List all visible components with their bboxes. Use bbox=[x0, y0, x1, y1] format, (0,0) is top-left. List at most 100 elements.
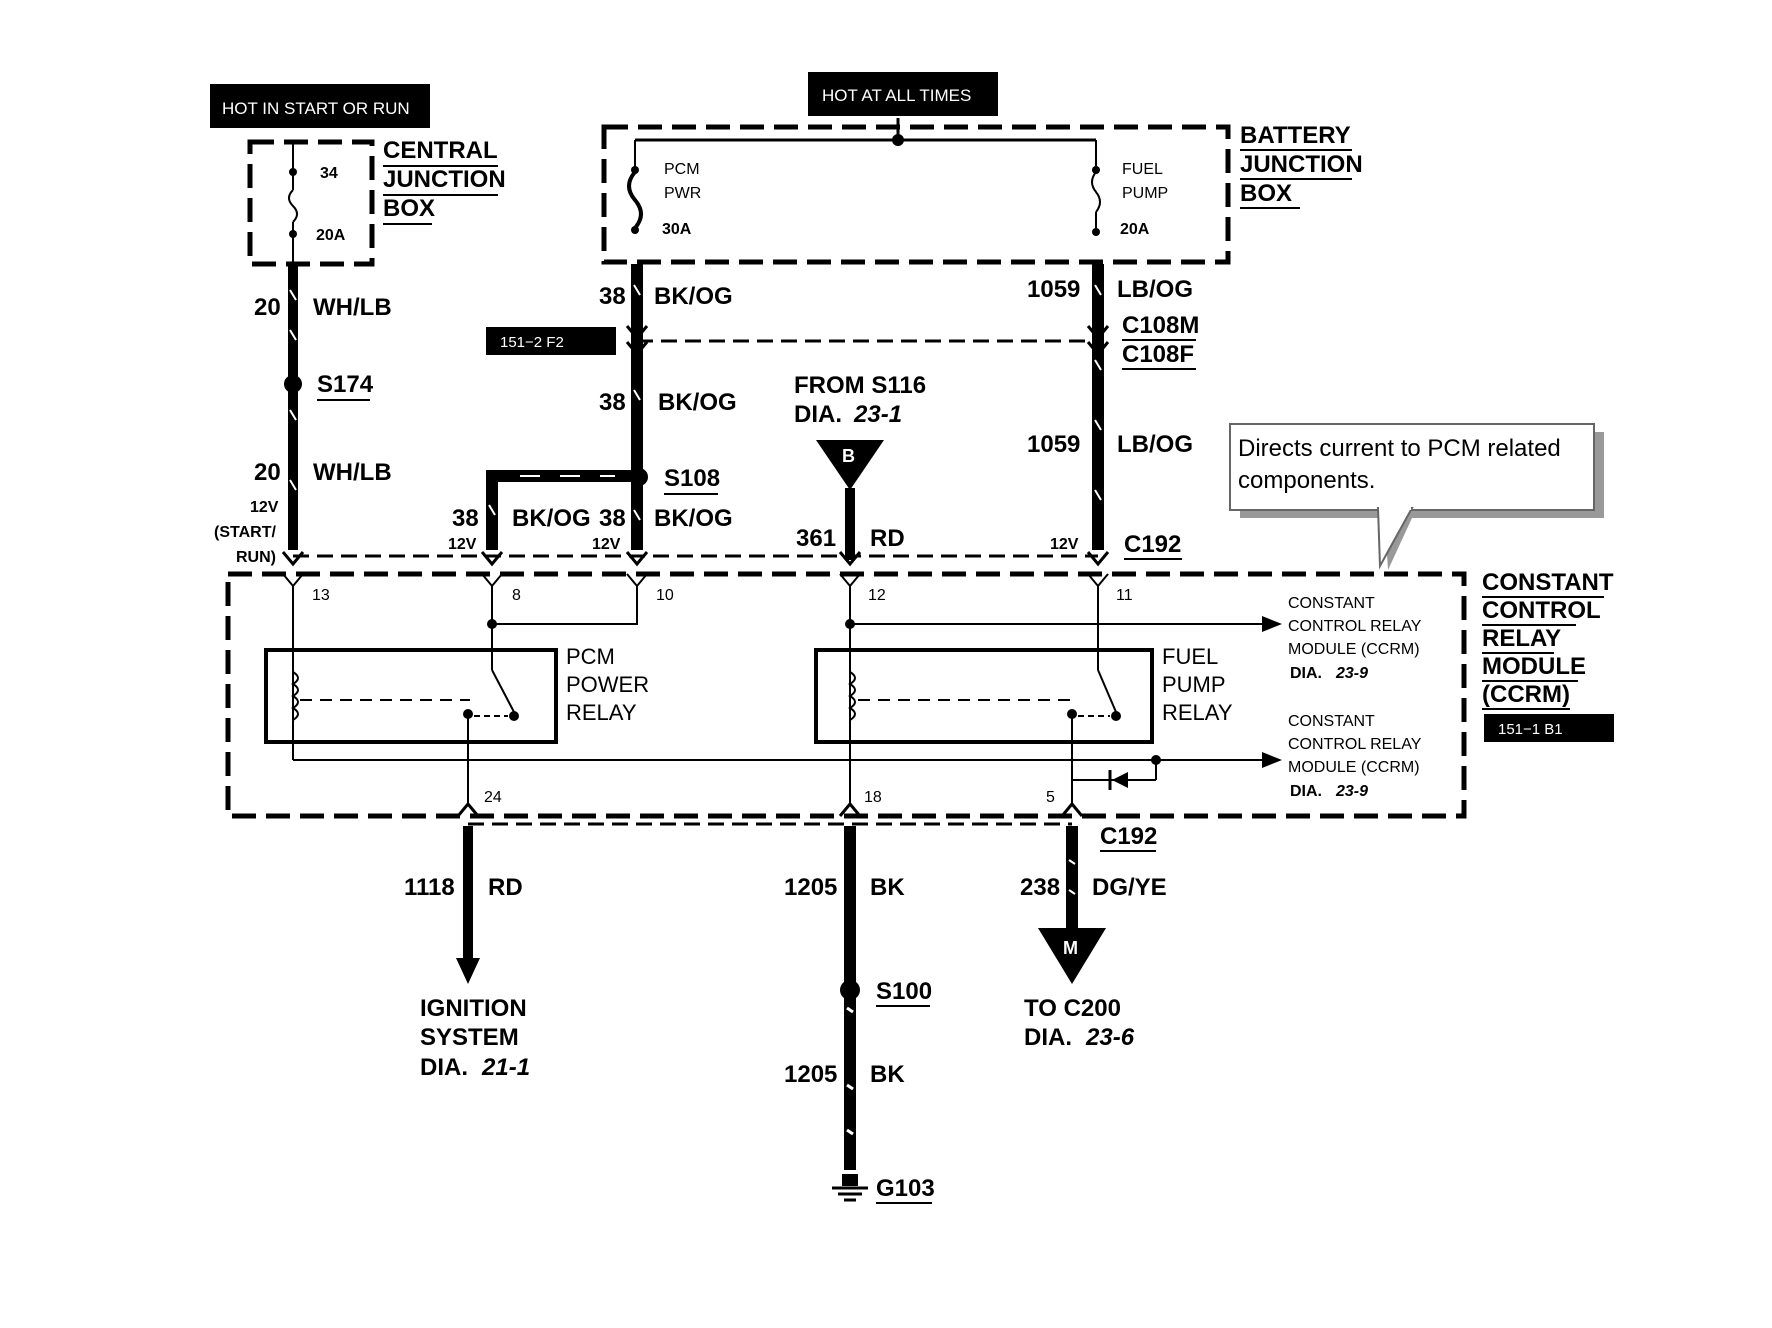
ccrm-ref-bottom: CONSTANT CONTROL RELAY MODULE (CCRM) DIA… bbox=[1288, 713, 1422, 800]
svg-text:RD: RD bbox=[870, 525, 905, 552]
ccrm-arrow-top bbox=[1262, 616, 1282, 632]
svg-text:1059: 1059 bbox=[1027, 431, 1080, 458]
svg-text:DG/YE: DG/YE bbox=[1092, 874, 1167, 901]
dest-to-c200: TO C200 DIA. 23-6 bbox=[1024, 995, 1135, 1051]
callout-line2: components. bbox=[1238, 467, 1375, 494]
callout-bubble: Directs current to PCM related component… bbox=[1229, 423, 1604, 570]
svg-text:(CCRM): (CCRM) bbox=[1482, 681, 1570, 708]
central-fuse-number: 34 bbox=[320, 165, 338, 182]
svg-text:1205: 1205 bbox=[784, 1061, 837, 1088]
svg-text:1118: 1118 bbox=[404, 874, 455, 901]
wire-1118-rd: 1118 RD bbox=[404, 826, 523, 984]
splice-s100-label: S100 bbox=[876, 978, 932, 1007]
connector-c192-bottom: C192 bbox=[1100, 823, 1157, 852]
svg-text:BOX: BOX bbox=[1240, 180, 1292, 207]
svg-text:23-9: 23-9 bbox=[1335, 783, 1368, 800]
svg-text:C192: C192 bbox=[1100, 823, 1157, 850]
battery-junction-box-label: BATTERY JUNCTION BOX bbox=[1240, 122, 1363, 209]
svg-text:S108: S108 bbox=[664, 465, 720, 492]
ref-tag-left: 151−2 F2 bbox=[486, 327, 616, 355]
ccrm-module-label: CONSTANT CONTROL RELAY MODULE (CCRM) bbox=[1482, 569, 1614, 710]
top-pin-arrows bbox=[281, 551, 1110, 588]
svg-text:G103: G103 bbox=[876, 1175, 935, 1202]
fuel-fuse: FUEL PUMP 20A bbox=[1091, 161, 1168, 238]
header-hot-start-run: HOT IN START OR RUN bbox=[210, 84, 430, 128]
svg-text:BK/OG: BK/OG bbox=[654, 505, 733, 532]
from-s116: FROM S116 DIA. 23-1 B bbox=[794, 372, 926, 490]
pcm-fuse-name2: PWR bbox=[664, 185, 701, 202]
central-fuse: 34 20A bbox=[288, 144, 346, 262]
svg-text:BK: BK bbox=[870, 874, 905, 901]
diode-icon bbox=[1108, 770, 1128, 790]
svg-text:MODULE (CCRM): MODULE (CCRM) bbox=[1288, 759, 1420, 776]
svg-text:RELAY: RELAY bbox=[1482, 625, 1561, 652]
svg-text:CONTROL RELAY: CONTROL RELAY bbox=[1288, 618, 1422, 635]
svg-text:CONSTANT: CONSTANT bbox=[1288, 595, 1375, 612]
pcm-relay-coil-icon bbox=[291, 669, 519, 721]
svg-text:PUMP: PUMP bbox=[1162, 672, 1226, 697]
svg-text:C108F: C108F bbox=[1122, 341, 1194, 368]
header-hot-all-times: HOT AT ALL TIMES bbox=[808, 72, 998, 116]
svg-text:LB/OG: LB/OG bbox=[1117, 431, 1193, 458]
svg-text:238: 238 bbox=[1020, 874, 1060, 901]
svg-text:CONSTANT: CONSTANT bbox=[1288, 713, 1375, 730]
ground-g103-label: G103 bbox=[876, 1175, 935, 1204]
svg-text:POWER: POWER bbox=[566, 672, 649, 697]
battery-junction-box bbox=[601, 124, 1231, 265]
svg-text:PCM: PCM bbox=[566, 644, 615, 669]
svg-text:SYSTEM: SYSTEM bbox=[420, 1024, 519, 1051]
svg-text:20: 20 bbox=[254, 294, 281, 321]
svg-text:20: 20 bbox=[254, 459, 281, 486]
svg-text:1059: 1059 bbox=[1027, 276, 1080, 303]
svg-text:CONSTANT: CONSTANT bbox=[1482, 569, 1614, 596]
connector-c108: C108M C108F bbox=[1122, 312, 1199, 370]
svg-text:FUEL: FUEL bbox=[1162, 644, 1218, 669]
svg-text:DIA.: DIA. bbox=[794, 401, 842, 428]
svg-text:FROM S116: FROM S116 bbox=[794, 372, 926, 399]
svg-text:1205: 1205 bbox=[784, 874, 837, 901]
svg-text:WH/LB: WH/LB bbox=[313, 294, 392, 321]
svg-text:RELAY: RELAY bbox=[566, 700, 637, 725]
connector-c192-top: C192 bbox=[1124, 531, 1182, 560]
svg-text:LB/OG: LB/OG bbox=[1117, 276, 1193, 303]
fuel-pump-relay-box bbox=[814, 648, 1154, 744]
internal-wiring bbox=[292, 586, 1268, 806]
header-hot-start-run-text: HOT IN START OR RUN bbox=[222, 99, 410, 118]
svg-text:13: 13 bbox=[312, 587, 330, 604]
svg-text:23-9: 23-9 bbox=[1335, 665, 1368, 682]
svg-text:JUNCTION: JUNCTION bbox=[1240, 151, 1363, 178]
wire-38-branch bbox=[486, 470, 637, 550]
svg-text:BATTERY: BATTERY bbox=[1240, 122, 1351, 149]
svg-text:MODULE (CCRM): MODULE (CCRM) bbox=[1288, 641, 1420, 658]
wire-238-dgye: 238 DG/YE M bbox=[1020, 826, 1167, 984]
svg-text:DIA.: DIA. bbox=[1290, 783, 1322, 800]
header-hot-all-times-text: HOT AT ALL TIMES bbox=[822, 86, 971, 105]
junction-dot-diode bbox=[1151, 755, 1161, 765]
svg-text:12V: 12V bbox=[250, 499, 279, 516]
svg-text:38: 38 bbox=[599, 505, 626, 532]
svg-text:MODULE: MODULE bbox=[1482, 653, 1586, 680]
svg-text:18: 18 bbox=[864, 789, 882, 806]
wire-labels: 20 WH/LB 20 WH/LB 38 BK/OG 38 BK/OG 38 B… bbox=[254, 276, 1193, 552]
central-junction-box bbox=[247, 139, 375, 267]
fuel-fuse-name1: FUEL bbox=[1122, 161, 1163, 178]
fuel-fuse-name2: PUMP bbox=[1122, 185, 1168, 202]
c108-connector-line bbox=[625, 325, 1110, 357]
pin-numbers: 13 8 10 12 11 24 18 5 bbox=[312, 587, 1133, 806]
svg-text:C108M: C108M bbox=[1122, 312, 1199, 339]
svg-text:5: 5 bbox=[1046, 789, 1055, 806]
pcm-power-relay-box bbox=[264, 648, 558, 744]
svg-text:38: 38 bbox=[452, 505, 479, 532]
svg-text:BK/OG: BK/OG bbox=[512, 505, 591, 532]
svg-text:12: 12 bbox=[868, 587, 886, 604]
svg-text:TO C200: TO C200 bbox=[1024, 995, 1121, 1022]
svg-text:WH/LB: WH/LB bbox=[313, 459, 392, 486]
central-fuse-rating: 20A bbox=[316, 227, 346, 244]
ccrm-module-box bbox=[225, 571, 1467, 819]
svg-text:CENTRAL: CENTRAL bbox=[383, 137, 498, 164]
dest-ignition-system: IGNITION SYSTEM DIA. 21-1 bbox=[420, 995, 530, 1081]
svg-text:12V: 12V bbox=[448, 536, 477, 553]
battery-bus bbox=[634, 118, 1097, 170]
svg-text:RELAY: RELAY bbox=[1162, 700, 1233, 725]
splice-s174-dot bbox=[284, 375, 302, 393]
